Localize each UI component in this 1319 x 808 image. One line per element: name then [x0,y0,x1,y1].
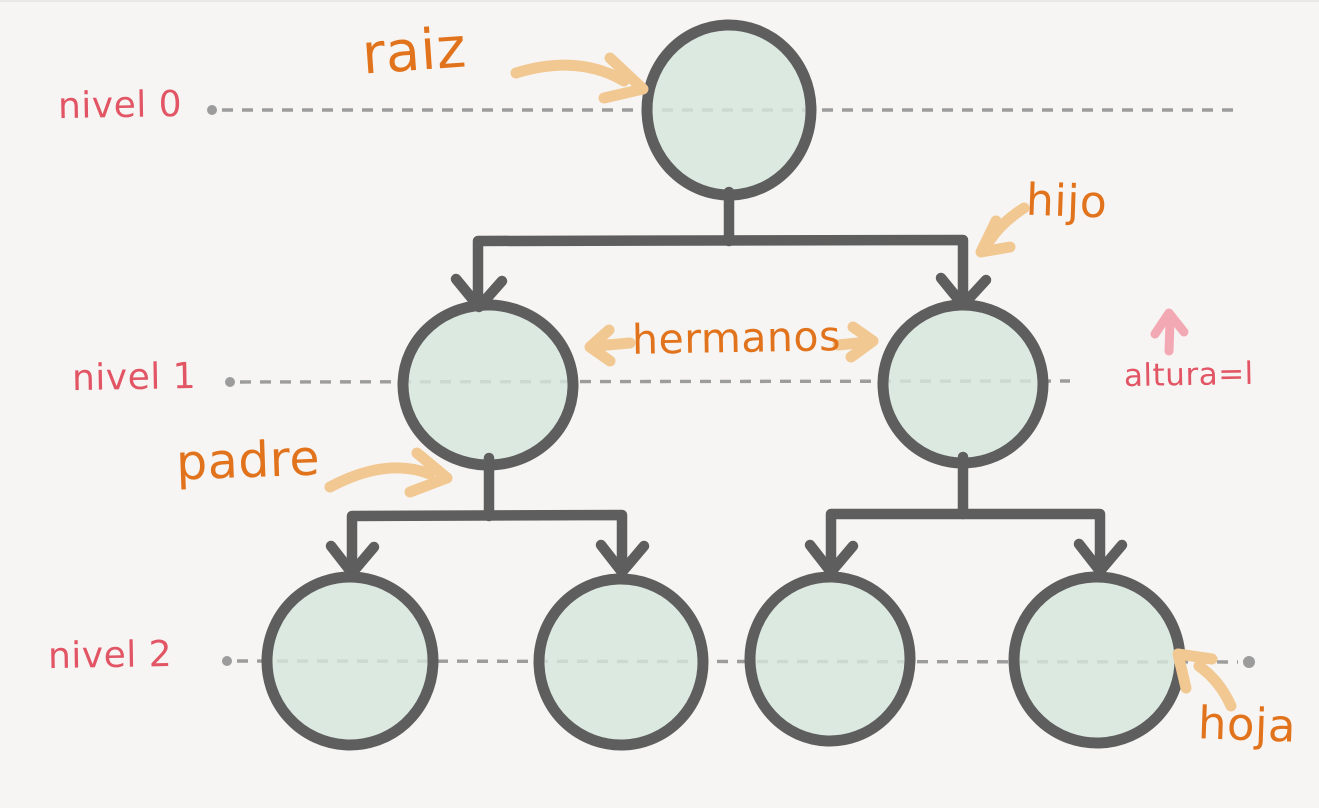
hermanos-left-arrow-icon [584,324,636,367]
level-label-0: nivel 0 [57,83,183,128]
edges-right-subtree [804,451,1128,578]
annotation-leaf: hoja [1197,696,1298,753]
arrowhead-left-child-icon [450,273,508,313]
level-1-guideline [225,377,1071,387]
arrowhead-leaf-3-icon [804,539,859,578]
level-2-start-dot [222,656,232,666]
level-0-start-dot [207,105,217,115]
padre-arrow-icon [324,447,453,498]
tree-node-leaf-3 [744,571,916,747]
raiz-arrow-icon [510,52,649,104]
hermanos-right-arrow-icon [832,321,879,363]
hijo-arrow-icon [975,202,1030,258]
root-elbow-edge [472,234,969,305]
arrowhead-leaf-4-icon [1073,538,1128,577]
level-label-1: nivel 1 [71,355,197,400]
annotation-height: altura=l [1123,355,1255,395]
tree-node-left-child [397,299,579,471]
tree-node-root [641,19,817,201]
arrowhead-right-child-icon [935,272,992,311]
edges-left-subtree [325,452,650,579]
arrowhead-leaf-1-icon [325,540,380,579]
arrowhead-leaf-2-icon [595,539,650,578]
tree-node-leaf-4 [1008,571,1186,749]
level-2-end-dot [1243,656,1255,668]
tree-node-leaf-2 [533,573,709,751]
level-label-2: nivel 2 [47,633,173,678]
level-1-start-dot [225,377,235,387]
annotation-parent: padre [175,429,321,492]
annotation-root: raiz [359,15,469,88]
tree-node-right-child [877,299,1049,469]
hoja-arrow-icon [1172,648,1237,712]
annotation-siblings: hermanos [631,312,842,364]
left-elbow-edge [346,509,628,566]
altura-arrow-icon [1150,308,1189,356]
right-elbow-edge [825,508,1106,566]
edges-root-to-children [450,186,992,313]
annotation-child: hijo [1025,174,1109,229]
tree-node-leaf-1 [261,571,439,751]
